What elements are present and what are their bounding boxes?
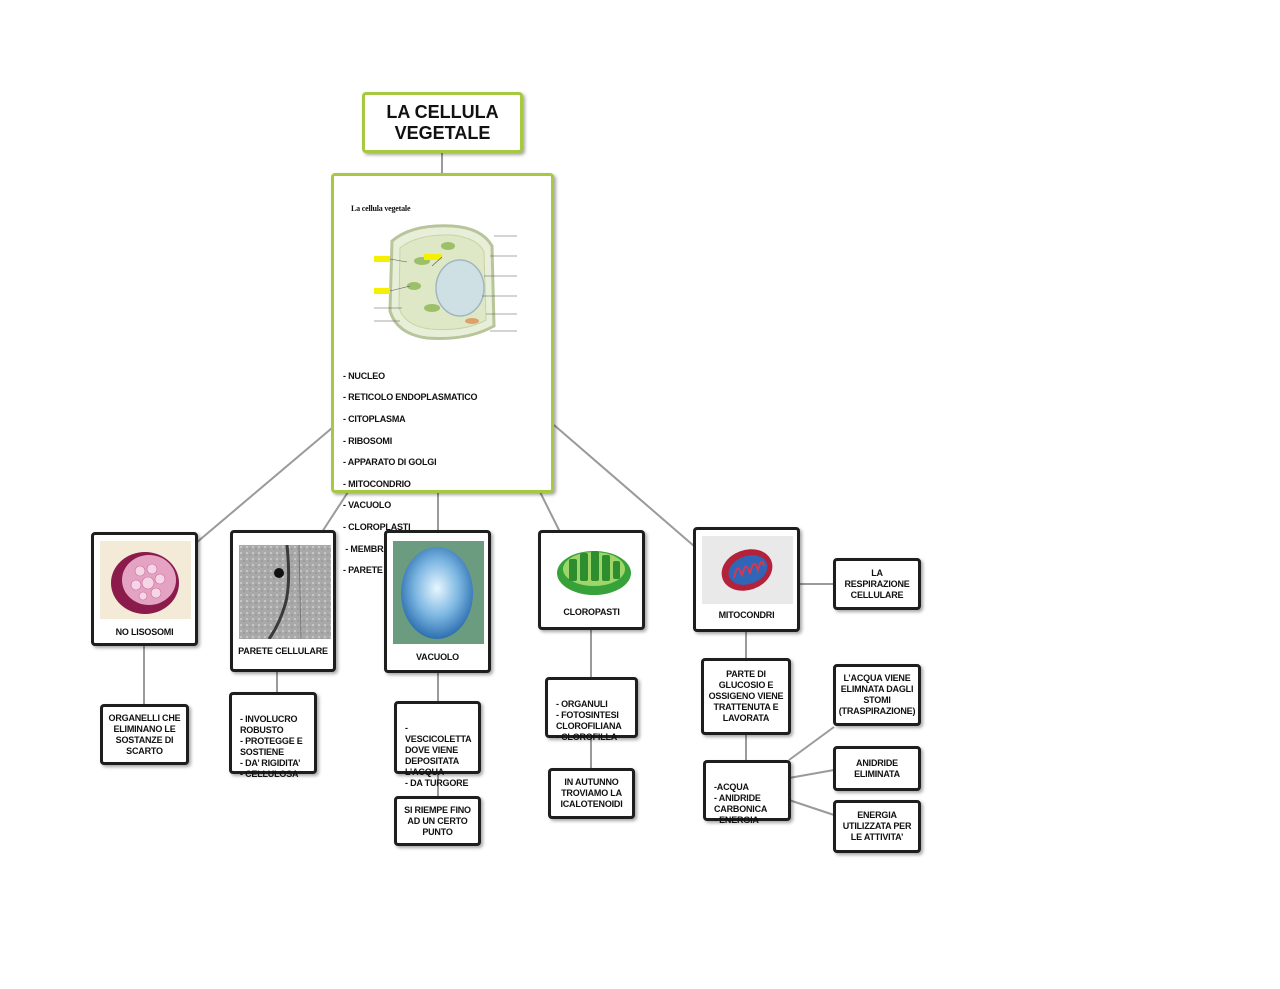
outcome-acqua-text: L’ACQUA VIENE ELIMNATA DAGLI STOMI (TRAS… (838, 673, 916, 716)
cloroplasti-extra-text: IN AUTUNNO TROVIAMO LA ICALOTENOIDI (560, 777, 623, 809)
outcome-acqua-node[interactable]: L’ACQUA VIENE ELIMNATA DAGLI STOMI (TRAS… (833, 664, 921, 726)
mitocondri-node[interactable]: MITOCONDRI (693, 527, 800, 632)
respirazione-node[interactable]: LA RESPIRAZIONE CELLULARE (833, 558, 921, 610)
outcome-anidride-text: ANIDRIDE ELIMINATA (854, 757, 900, 779)
title-node[interactable]: LA CELLULA VEGETALE (362, 92, 523, 153)
organelle-item: - APPARATO DI GOLGI (343, 457, 437, 468)
mitocondri-detail-text: PARTE DI GLUCOSIO E OSSIGENO VIENE TRATT… (708, 669, 784, 723)
vacuolo-detail-node[interactable]: - VESCICOLETTA DOVE VIENE DEPOSITATA L’A… (394, 701, 481, 788)
connector-main-parete (321, 491, 349, 533)
vacuolo-extra-node[interactable]: SI RIEMPE FINO AD UN CERTO PUNTO (394, 796, 481, 846)
organelle-item: - VACUOLO (343, 500, 392, 511)
cloroplasti-detail-node[interactable]: - ORGANULI - FOTOSINTESI CLOROFILIANA - … (545, 677, 638, 742)
plant-cell-diagram-image (374, 224, 517, 340)
outcome-anidride-node[interactable]: ANIDRIDE ELIMINATA (833, 746, 921, 791)
lysosome-image (100, 541, 191, 619)
respirazione-text: LA RESPIRAZIONE CELLULARE (844, 567, 910, 600)
vacuolo-extra-text: SI RIEMPE FINO AD UN CERTO PUNTO (404, 804, 471, 837)
parete-caption: PARETE CELLULARE (238, 646, 328, 656)
organelle-item: - RIBOSOMI (343, 435, 392, 446)
cloroplasti-detail-text: - ORGANULI - FOTOSINTESI CLOROFILIANA - … (556, 699, 622, 742)
main-node[interactable]: La cellula vegetale - NUCLEO - RETICOLO … (331, 173, 554, 575)
connector-products-outcome-3 (788, 799, 835, 816)
title-text: LA CELLULA VEGETALE (386, 101, 499, 143)
lisosomi-caption: NO LISOSOMI (115, 627, 174, 637)
cloroplasti-extra-node[interactable]: IN AUTUNNO TROVIAMO LA ICALOTENOIDI (548, 768, 635, 819)
mitochondrion-image (702, 536, 793, 604)
parete-node[interactable]: PARETE CELLULARE (230, 530, 336, 672)
mitocondri-products-text: -ACQUA - ANIDRIDE CARBONICA - ENERGIA (714, 782, 768, 825)
lisosomi-detail-text: ORGANELLI CHE ELIMINANO LE SOSTANZE DI S… (108, 712, 181, 756)
chloroplast-image (557, 551, 631, 595)
organelle-item: - CLOROPLASTI (343, 521, 411, 532)
mitocondri-products-node[interactable]: -ACQUA - ANIDRIDE CARBONICA - ENERGIA (703, 760, 791, 825)
lisosomi-node[interactable]: NO LISOSOMI (91, 532, 198, 646)
lisosomi-detail-node[interactable]: ORGANELLI CHE ELIMINANO LE SOSTANZE DI S… (100, 704, 189, 765)
cloroplasti-node[interactable]: CLOROPASTI (538, 530, 645, 630)
parete-detail-text: - INVOLUCRO ROBUSTO - PROTEGGE E SOSTIEN… (240, 714, 303, 779)
connector-main-lisosomi (195, 427, 333, 544)
organelle-item: - CITOPLASMA (343, 413, 406, 424)
organelle-item: - RETICOLO ENDOPLASMATICO (343, 392, 478, 403)
mitocondri-caption: MITOCONDRI (718, 610, 775, 620)
connector-main-mitocondri (553, 424, 695, 547)
mitocondri-detail-node[interactable]: PARTE DI GLUCOSIO E OSSIGENO VIENE TRATT… (701, 658, 791, 735)
parete-detail-node[interactable]: - INVOLUCRO ROBUSTO - PROTEGGE E SOSTIEN… (229, 692, 317, 779)
connector-products-outcome-2 (788, 769, 835, 779)
vacuole-image (393, 541, 484, 644)
figure-title: La cellula vegetale (351, 204, 411, 213)
organelle-item: - MITOCONDRIO (343, 478, 411, 489)
connector-main-cloroplasti (539, 491, 561, 533)
outcome-energia-node[interactable]: ENERGIA UTILIZZATA PER LE ATTIVITA’ (833, 800, 921, 853)
vacuolo-caption: VACUOLO (416, 652, 459, 662)
vacuolo-node[interactable]: VACUOLO (384, 530, 491, 673)
organelle-item: - NUCLEO (343, 370, 385, 381)
outcome-energia-text: ENERGIA UTILIZZATA PER LE ATTIVITA’ (842, 810, 912, 842)
cell-wall-image (239, 545, 331, 639)
cloroplasti-caption: CLOROPASTI (563, 607, 620, 617)
vacuolo-detail-text: - VESCICOLETTA DOVE VIENE DEPOSITATA L’A… (405, 723, 472, 788)
connector-products-outcome-1 (788, 726, 835, 761)
